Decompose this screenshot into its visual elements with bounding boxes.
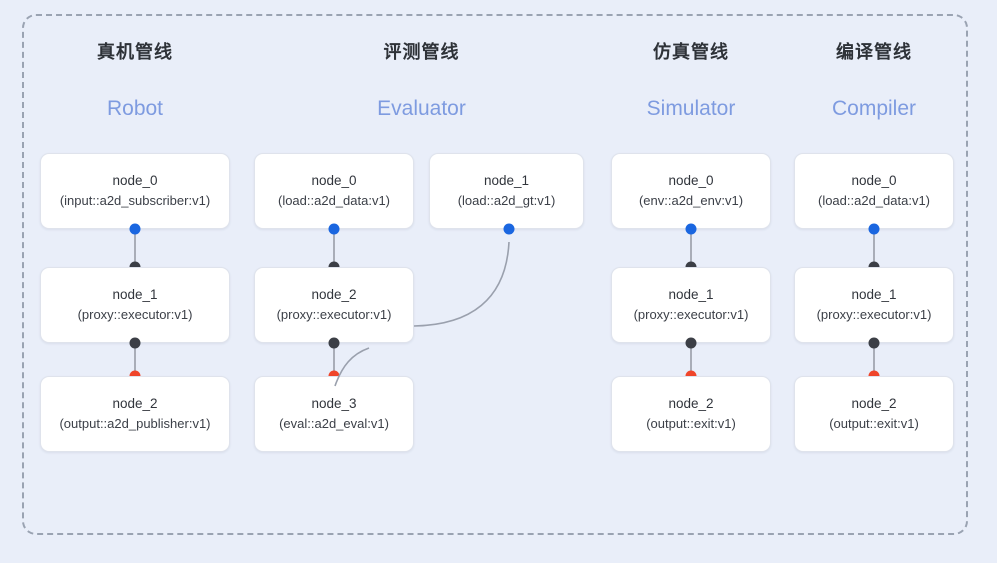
- pipeline-column-evaluator: 评测管线 Evaluator node_0 (load::a2d_data:v1…: [254, 40, 584, 452]
- node-name: node_3: [311, 396, 357, 411]
- pipeline-column-compiler: 编译管线 Compiler node_0 (load::a2d_data:v1)…: [794, 40, 954, 452]
- node-box-robot-0[interactable]: node_0 (input::a2d_subscriber:v1): [40, 153, 230, 229]
- edge-evaluator-2-3: [333, 343, 335, 376]
- node-box-simulator-1[interactable]: node_1 (proxy::executor:v1): [611, 267, 771, 343]
- node-name: node_0: [311, 173, 357, 188]
- port-input-evaluator-0[interactable]: [328, 223, 340, 235]
- node-name: node_0: [668, 173, 714, 188]
- port-middle-simulator-1-out[interactable]: [685, 337, 697, 349]
- column-title-cn-robot: 真机管线: [97, 42, 173, 62]
- node-kind: (proxy::executor:v1): [816, 307, 932, 322]
- node-name: node_0: [112, 173, 158, 188]
- node-stack-robot: node_0 (input::a2d_subscriber:v1) node_1…: [40, 153, 230, 452]
- node-name: node_2: [112, 396, 158, 411]
- node-kind: (output::exit:v1): [646, 416, 736, 431]
- column-title-en-compiler: Compiler: [831, 97, 917, 120]
- node-box-simulator-0[interactable]: node_0 (env::a2d_env:v1): [611, 153, 771, 229]
- edge-simulator-1-2: [690, 343, 692, 376]
- pipeline-column-simulator: 仿真管线 Simulator node_0 (env::a2d_env:v1) …: [611, 40, 771, 452]
- edge-robot-1-2: [134, 343, 136, 376]
- node-kind: (load::a2d_data:v1): [817, 193, 931, 208]
- node-box-compiler-1[interactable]: node_1 (proxy::executor:v1): [794, 267, 954, 343]
- port-input-compiler-0[interactable]: [868, 223, 880, 235]
- node-name: node_2: [851, 396, 897, 411]
- node-box-evaluator-0[interactable]: node_0 (load::a2d_data:v1): [254, 153, 414, 229]
- port-middle-robot-1-out[interactable]: [129, 337, 141, 349]
- node-box-compiler-2[interactable]: node_2 (output::exit:v1): [794, 376, 954, 452]
- node-box-simulator-2[interactable]: node_2 (output::exit:v1): [611, 376, 771, 452]
- node-kind: (output::exit:v1): [829, 416, 919, 431]
- port-input-simulator-0[interactable]: [685, 223, 697, 235]
- edge-evaluator-0-2: [333, 229, 335, 267]
- edge-compiler-0-1: [873, 229, 875, 267]
- node-kind: (input::a2d_subscriber:v1): [59, 193, 211, 208]
- node-box-robot-2[interactable]: node_2 (output::a2d_publisher:v1): [40, 376, 230, 452]
- column-title-cn-evaluator: 评测管线: [383, 42, 460, 62]
- pipeline-column-robot: 真机管线 Robot node_0 (input::a2d_subscriber…: [40, 40, 230, 452]
- column-title-cn-simulator: 仿真管线: [653, 42, 729, 62]
- node-box-evaluator-2[interactable]: node_2 (proxy::executor:v1): [254, 267, 414, 343]
- column-title-cn-compiler: 编译管线: [836, 42, 912, 62]
- edge-robot-0-1: [134, 229, 136, 267]
- node-name: node_1: [112, 287, 158, 302]
- node-kind: (env::a2d_env:v1): [638, 193, 744, 208]
- column-title-en-evaluator: Evaluator: [377, 97, 466, 120]
- node-name: node_1: [483, 173, 530, 188]
- node-name: node_2: [668, 396, 714, 411]
- column-header-evaluator: 评测管线 Evaluator: [254, 40, 589, 122]
- port-input-robot-0[interactable]: [129, 223, 141, 235]
- node-name: node_2: [311, 287, 357, 302]
- node-box-evaluator-3[interactable]: node_3 (eval::a2d_eval:v1): [254, 376, 414, 452]
- column-header-robot: 真机管线 Robot: [40, 40, 230, 122]
- node-stack-evaluator: node_0 (load::a2d_data:v1) node_2 (proxy…: [254, 153, 584, 452]
- port-middle-compiler-1-out[interactable]: [868, 337, 880, 349]
- node-box-robot-1[interactable]: node_1 (proxy::executor:v1): [40, 267, 230, 343]
- node-name: node_0: [851, 173, 897, 188]
- node-stack-simulator: node_0 (env::a2d_env:v1) node_1 (proxy::…: [611, 153, 771, 452]
- node-name: node_1: [851, 287, 897, 302]
- column-header-compiler: 编译管线 Compiler: [794, 40, 954, 122]
- node-stack-compiler: node_0 (load::a2d_data:v1) node_1 (proxy…: [794, 153, 954, 452]
- node-kind: (load::a2d_data:v1): [277, 193, 391, 208]
- node-box-evaluator-gt[interactable]: node_1 (load::a2d_gt:v1): [429, 153, 584, 229]
- column-title-en-robot: Robot: [106, 97, 164, 120]
- node-name: node_1: [668, 287, 714, 302]
- column-title-en-simulator: Simulator: [646, 97, 736, 120]
- column-header-simulator: 仿真管线 Simulator: [611, 40, 771, 122]
- node-kind: (eval::a2d_eval:v1): [279, 416, 389, 431]
- port-input-evaluator-gt[interactable]: [503, 223, 515, 235]
- port-middle-evaluator-2-out[interactable]: [328, 337, 340, 349]
- node-kind: (load::a2d_gt:v1): [457, 193, 556, 208]
- edge-compiler-1-2: [873, 343, 875, 376]
- node-box-compiler-0[interactable]: node_0 (load::a2d_data:v1): [794, 153, 954, 229]
- node-kind: (proxy::executor:v1): [77, 307, 193, 322]
- node-kind: (proxy::executor:v1): [276, 307, 392, 322]
- node-kind: (proxy::executor:v1): [633, 307, 749, 322]
- node-kind: (output::a2d_publisher:v1): [59, 416, 211, 431]
- edge-simulator-0-1: [690, 229, 692, 267]
